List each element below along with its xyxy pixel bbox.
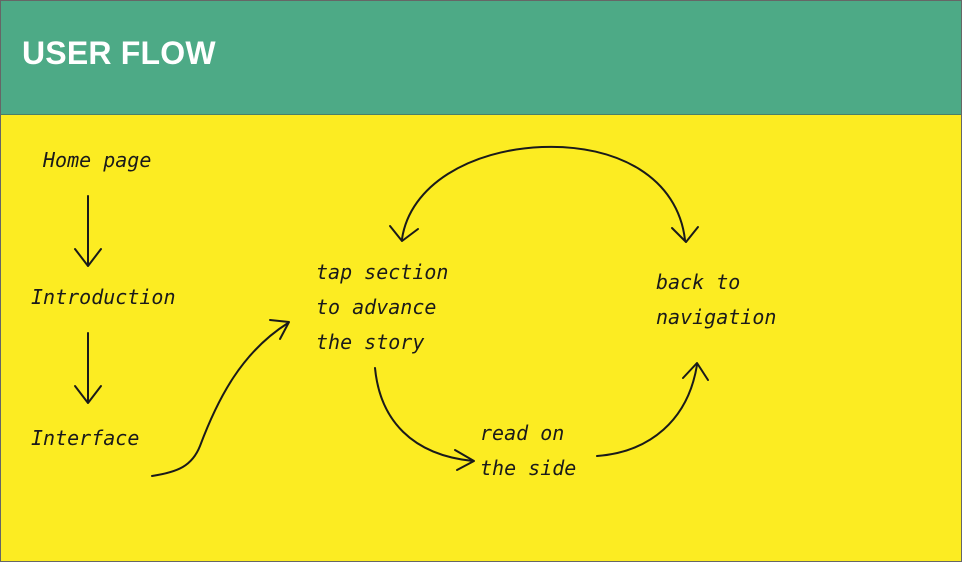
node-introduction-line-1: Introduction xyxy=(31,285,176,309)
flow-canvas xyxy=(1,115,961,561)
node-tap-section-line-1: tap section xyxy=(316,260,449,284)
node-read-on-side: read on the side xyxy=(480,416,576,486)
page-title: USER FLOW xyxy=(22,35,216,71)
node-back-to-navigation-line-2: navigation xyxy=(656,305,777,329)
node-home-page-line-1: Home page xyxy=(43,148,152,172)
node-introduction: Introduction xyxy=(31,280,176,315)
header-bar: USER FLOW xyxy=(1,1,961,115)
node-interface: Interface xyxy=(31,421,139,456)
node-back-to-navigation: back to navigation xyxy=(656,265,776,335)
node-read-on-side-line-2: the side xyxy=(480,456,577,480)
node-home-page: Home page xyxy=(43,143,151,178)
node-interface-line-1: Interface xyxy=(31,426,140,450)
node-tap-section: tap section to advance the story xyxy=(316,255,448,360)
node-read-on-side-line-1: read on xyxy=(480,421,565,445)
node-tap-section-line-3: the story xyxy=(316,330,425,354)
node-back-to-navigation-line-1: back to xyxy=(656,270,741,294)
node-tap-section-line-2: to advance xyxy=(316,295,437,319)
